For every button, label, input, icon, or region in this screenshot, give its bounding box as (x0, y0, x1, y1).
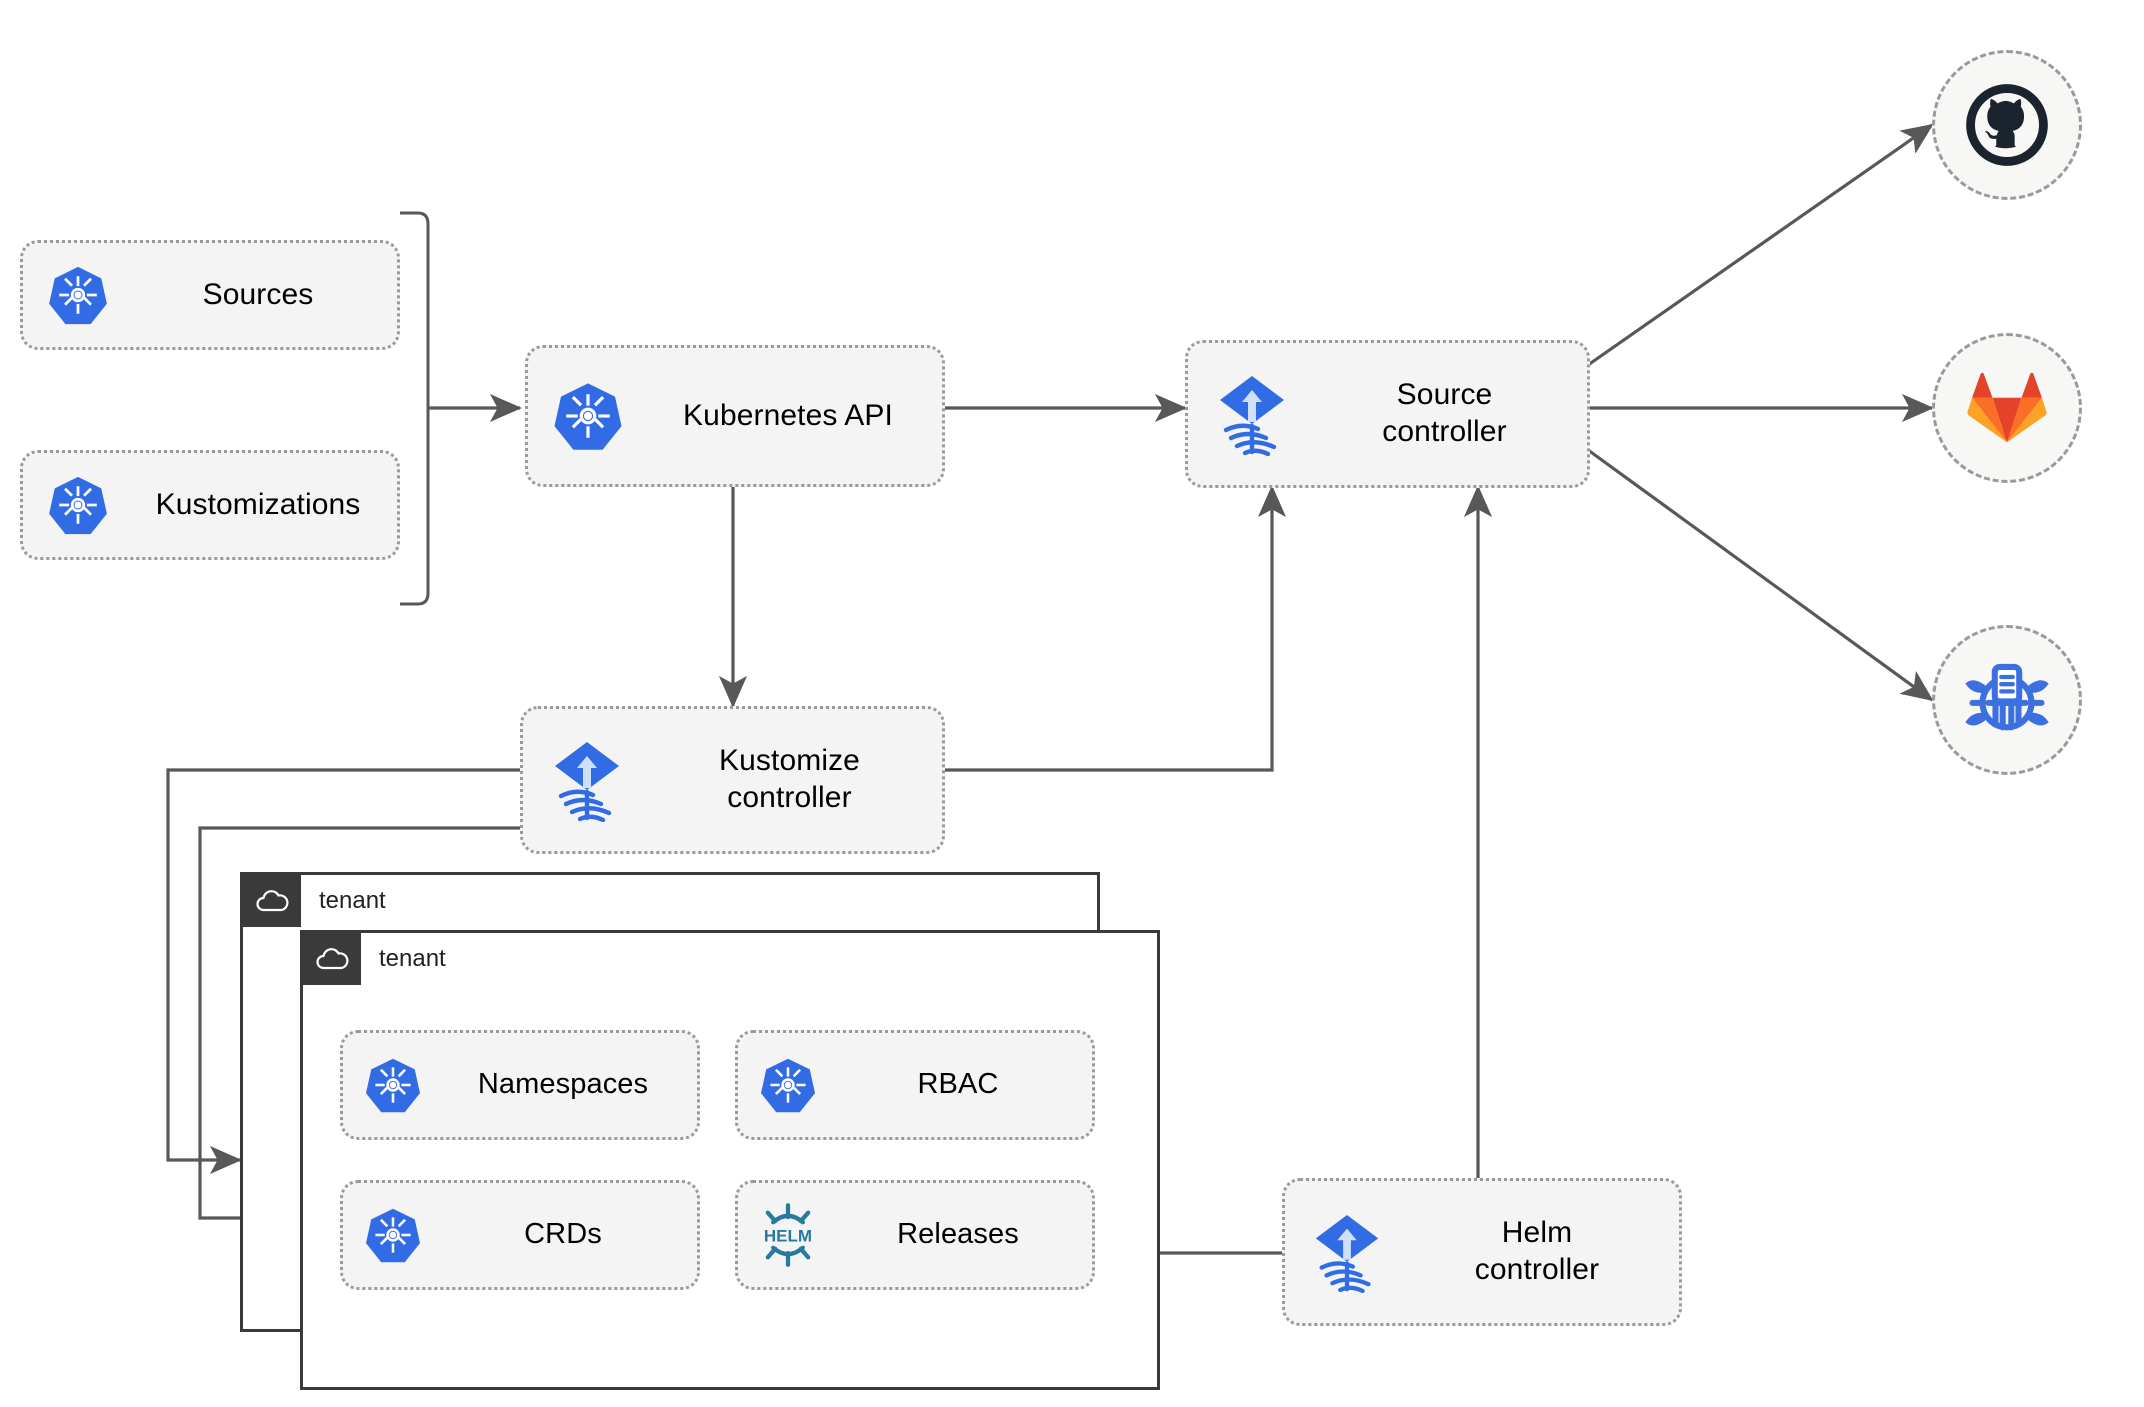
gitlab-icon (1967, 372, 2047, 443)
helm-repository-icon (1965, 663, 2049, 731)
node-label: CRDs (524, 1218, 602, 1251)
node-label: Helm controller (1474, 1216, 1600, 1286)
helm-icon: HELM (738, 1201, 838, 1269)
tenant-label: tenant (379, 945, 446, 972)
kubernetes-icon (738, 1056, 838, 1114)
node-releases[interactable]: HELM Releases (735, 1180, 1095, 1290)
node-label: Sources (202, 277, 314, 311)
node-namespaces[interactable]: Namespaces (340, 1030, 700, 1140)
kubernetes-icon (343, 1206, 443, 1264)
node-kustomize-controller[interactable]: Kustomize controller (520, 706, 945, 854)
node-label: Kustomizations (155, 487, 361, 521)
flux-icon (1188, 372, 1316, 456)
flux-icon (1285, 1211, 1409, 1293)
tenant-header: tenant (303, 933, 446, 985)
cloud-icon (243, 875, 301, 927)
github-icon (1966, 84, 2048, 166)
node-label: RBAC (917, 1068, 999, 1101)
node-kubernetes-api[interactable]: Kubernetes API (525, 345, 945, 487)
node-helm-controller[interactable]: Helm controller (1282, 1178, 1682, 1326)
node-rbac[interactable]: RBAC (735, 1030, 1095, 1140)
node-label: Kubernetes API (683, 398, 893, 432)
kubernetes-icon (343, 1056, 443, 1114)
kubernetes-icon (23, 474, 133, 536)
tenant-label: tenant (319, 887, 386, 914)
node-label: Namespaces (477, 1068, 649, 1101)
provider-gitlab[interactable] (1932, 333, 2082, 483)
provider-helm-repository[interactable] (1932, 625, 2082, 775)
node-label: Releases (897, 1218, 1019, 1251)
cloud-icon (303, 933, 361, 985)
node-sources[interactable]: Sources (20, 240, 400, 350)
svg-text:HELM: HELM (764, 1226, 812, 1245)
flux-icon (523, 738, 651, 822)
tenant-container-front[interactable]: tenant (300, 930, 1160, 1390)
node-source-controller[interactable]: Source controller (1185, 340, 1590, 488)
node-crds[interactable]: CRDs (340, 1180, 700, 1290)
node-kustomizations[interactable]: Kustomizations (20, 450, 400, 560)
node-label: Kustomize controller (719, 744, 860, 814)
node-label: Source controller (1382, 378, 1507, 448)
kubernetes-icon (23, 264, 133, 326)
provider-github[interactable] (1932, 50, 2082, 200)
kubernetes-icon (528, 380, 648, 452)
tenant-header: tenant (243, 875, 386, 927)
